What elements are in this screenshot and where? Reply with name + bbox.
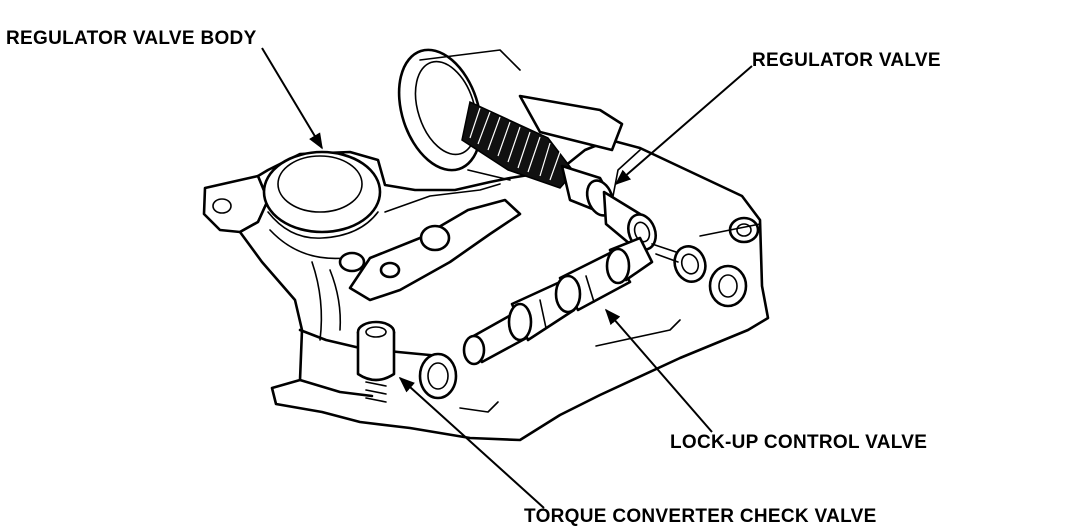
label-regulator-valve: REGULATOR VALVE bbox=[752, 50, 941, 71]
torque-converter-check-valve bbox=[356, 320, 396, 403]
bolt-boss-right-upper bbox=[728, 216, 760, 244]
body-port-front bbox=[418, 352, 458, 400]
leader-regulator-valve-body bbox=[261, 47, 323, 150]
body-pocket-2 bbox=[419, 224, 451, 252]
regulator-valve-spool bbox=[518, 94, 707, 283]
bolt-hole-left bbox=[212, 198, 232, 214]
valve-body-illustration bbox=[202, 48, 770, 442]
label-lock-up-control-valve: LOCK-UP CONTROL VALVE bbox=[670, 432, 927, 453]
lock-up-control-valve-spool bbox=[462, 236, 654, 366]
regulator-spring bbox=[461, 100, 575, 189]
regulator-spring-cap-outer bbox=[397, 48, 483, 172]
label-regulator-valve-body: REGULATOR VALVE BODY bbox=[6, 28, 257, 49]
body-pocket-3 bbox=[379, 261, 401, 279]
leader-regulator-valve bbox=[614, 65, 753, 186]
regulator-body-boss bbox=[262, 150, 382, 234]
regulator-valve-plug bbox=[673, 245, 707, 283]
leader-lock-up-control-valve bbox=[604, 308, 713, 433]
regulator-body-bore bbox=[277, 155, 363, 213]
label-torque-converter-check-valve: TORQUE CONVERTER CHECK VALVE bbox=[524, 506, 877, 527]
bolt-boss-right-lower bbox=[708, 264, 748, 308]
leader-torque-converter-check-valve bbox=[398, 376, 545, 509]
body-pocket-1 bbox=[338, 251, 366, 273]
